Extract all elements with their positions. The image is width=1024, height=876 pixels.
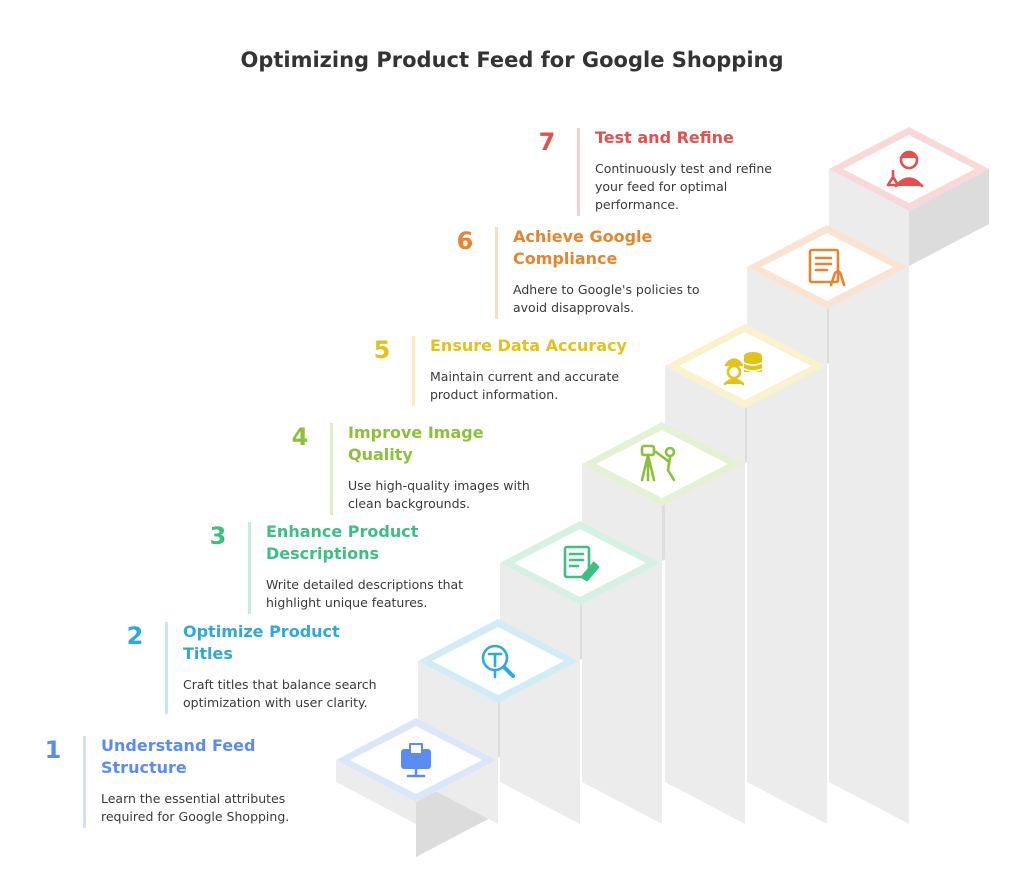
step-description: Write detailed descriptions that highligh… [266,576,463,612]
step-number: 2 [126,622,144,650]
document-pen-icon [563,545,600,582]
step-heading-line: Improve Image [348,423,484,442]
stair-top-inner [514,529,646,597]
step-description-line: Write detailed descriptions that [266,577,464,592]
step-divider [412,336,415,406]
step-heading-line: Enhance Product [266,522,419,541]
step-divider [165,622,168,714]
step-description: Learn the essential attributes required f… [101,790,289,826]
page-title: Optimizing Product Feed for Google Shopp… [240,48,784,72]
step-description-line: Adhere to Google's policies to [513,282,700,297]
step-heading-line: Titles [183,644,233,663]
stair-left-face [829,169,909,824]
step-description-line: Use high-quality images with [348,478,530,493]
step-number: 6 [456,227,474,255]
step-heading-line: Test and Refine [595,128,734,147]
step-heading: Test and Refine [595,127,734,149]
step-heading-line: Descriptions [266,544,380,563]
step-heading-line: Quality [348,445,413,464]
step-description-line: product information. [430,387,559,402]
step-description: Adhere to Google's policies to avoid disa… [513,281,700,317]
stair-top-inner [432,627,564,695]
step-description-line: Learn the essential attributes [101,791,286,806]
step-heading-line: Structure [101,758,187,777]
step-number: 3 [209,522,227,550]
computer-box-icon [401,743,431,778]
step-description-line: clean backgrounds. [348,496,471,511]
stair-top-inner [596,430,728,498]
stair-left-face [582,464,662,824]
step-number: 7 [538,128,556,156]
search-text-icon [481,644,515,679]
step-description-line: highlight unique features. [266,595,428,610]
step-heading-line: Optimize Product [183,622,340,641]
step-description: Craft titles that balance search optimiza… [183,676,377,712]
step-number: 5 [373,336,391,364]
stair-top-inner [761,233,893,301]
step-heading-line: Ensure Data Accuracy [430,336,627,355]
step-divider [330,423,333,515]
step-heading: Ensure Data Accuracy [430,335,627,357]
scientist-icon [886,150,924,188]
step-heading-line: Understand Feed [101,736,256,755]
step-divider [248,522,251,614]
step-description-line: optimization with user clarity. [183,695,368,710]
step-divider [495,227,498,319]
step-heading-line: Achieve Google [513,227,653,246]
document-hand-icon [808,248,846,287]
step-description: Use high-quality images with clean backgr… [348,477,530,513]
step-divider [577,128,580,216]
step-description-line: Continuously test and refine [595,161,772,176]
stair-left-face [500,563,580,824]
step-description-line: performance. [595,197,680,212]
stair-right-face [909,169,989,266]
step-description: Maintain current and accurate product inf… [430,368,619,404]
step-description-line: your feed for optimal [595,179,728,194]
step-description: Continuously test and refine your feed fo… [595,160,772,214]
step-number: 1 [44,736,62,764]
step-description-line: avoid disapprovals. [513,300,635,315]
stair-left-face [747,267,827,824]
step-number: 4 [291,423,309,451]
step-heading-line: Compliance [513,249,618,268]
stair-left-face [336,760,416,824]
step-description-line: Maintain current and accurate [430,369,620,384]
worker-database-icon [723,352,763,386]
photographer-icon [640,444,676,482]
step-description-line: Craft titles that balance search [183,677,377,692]
step-description-line: required for Google Shopping. [101,809,290,824]
step-divider [83,736,86,828]
